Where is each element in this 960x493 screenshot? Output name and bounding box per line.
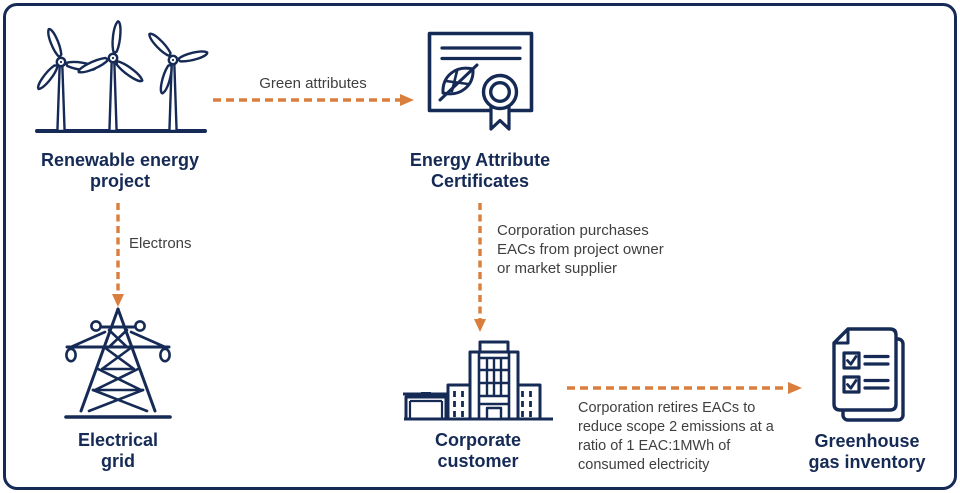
checklist-documents-icon xyxy=(832,327,905,422)
wind-turbines-icon xyxy=(35,20,209,133)
electrons-arrow xyxy=(112,203,124,307)
edge-label-green-attributes: Green attributes xyxy=(259,75,367,92)
node-label-greenhouse-gas-inventory: Greenhouse gas inventory xyxy=(808,431,926,472)
transmission-tower-icon xyxy=(64,307,172,419)
purchase-arrow xyxy=(474,203,486,332)
green-attributes-arrow xyxy=(213,94,414,106)
office-building-icon xyxy=(403,340,553,421)
edge-label-electrons: Electrons xyxy=(129,235,192,252)
node-label-energy-attribute-certificates: Energy Attribute Certificates xyxy=(409,150,551,191)
edge-label-purchase: Corporation purchases EACs from project … xyxy=(497,222,664,277)
edge-label-retire: Corporation retires EACs to reduce scope… xyxy=(578,400,774,473)
node-label-electrical-grid: Electrical grid xyxy=(77,430,159,471)
node-label-corporate-customer: Corporate customer xyxy=(434,430,521,471)
retire-arrow xyxy=(567,382,802,394)
node-label-renewable-energy-project: Renewable energy project xyxy=(40,150,200,191)
certificate-icon xyxy=(427,31,534,131)
